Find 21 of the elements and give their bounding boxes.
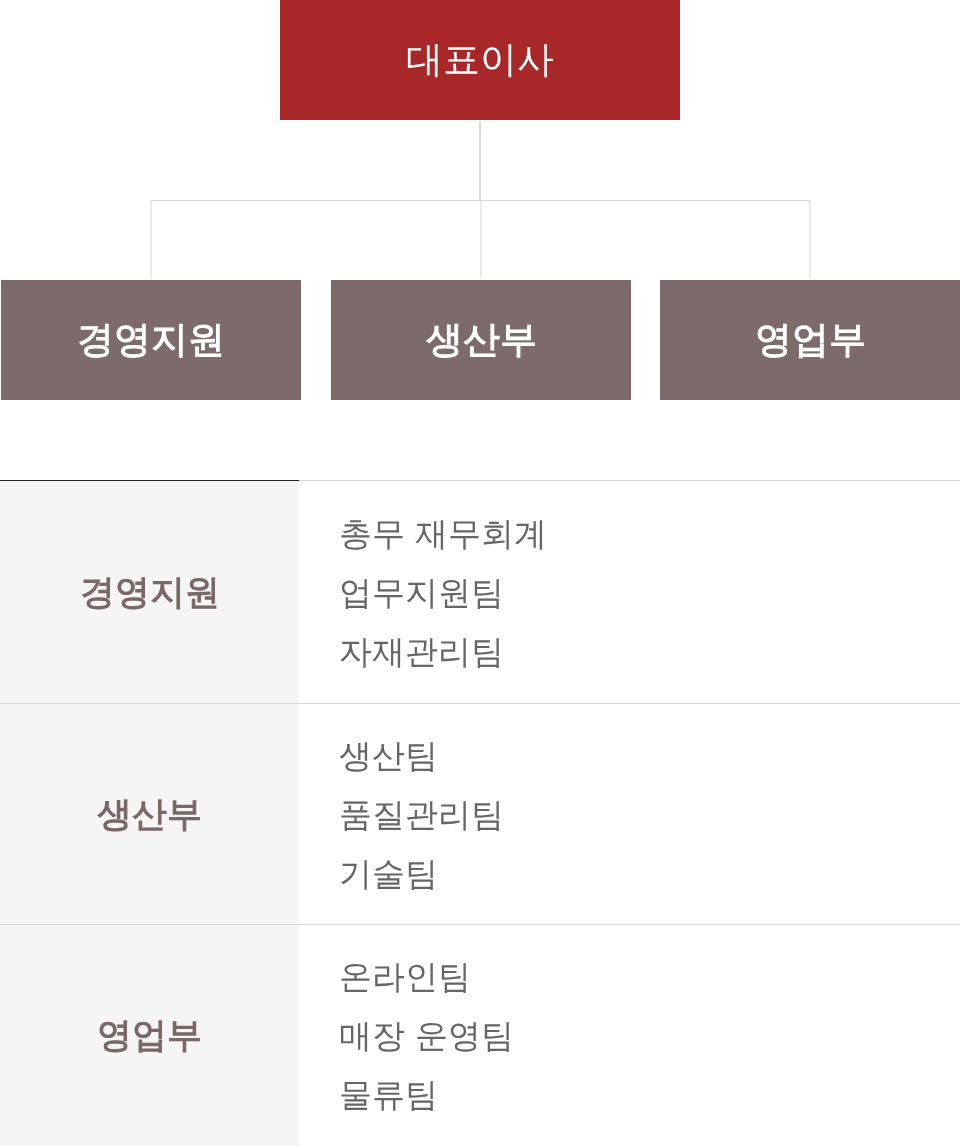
department-name: 생산부 [97,792,202,836]
team-name: 자재관리팀 [339,630,504,673]
connector-line [479,121,811,279]
team-name: 매장 운영팀 [339,1015,515,1057]
unit-title: 영업부 [754,317,866,363]
org-unit-box [660,280,960,400]
team-name: 온라인팀 [339,956,471,998]
team-name: 품질관리팀 [339,793,504,836]
team-name: 총무 재무회계 [339,512,548,555]
unit-title: 생산부 [425,317,537,363]
team-name: 물류팀 [339,1074,438,1116]
org-unit-box [1,280,301,400]
org-unit-box [280,0,680,120]
team-name: 업무지원팀 [339,571,504,614]
department-name: 영업부 [97,1014,202,1057]
team-name: 기술팀 [339,852,438,895]
unit-title: 경영지원 [77,317,225,363]
team-name: 생산팀 [339,734,438,777]
unit-title: 대표이사 [406,37,554,83]
org-unit-box [331,280,631,400]
department-name: 경영지원 [79,570,220,614]
